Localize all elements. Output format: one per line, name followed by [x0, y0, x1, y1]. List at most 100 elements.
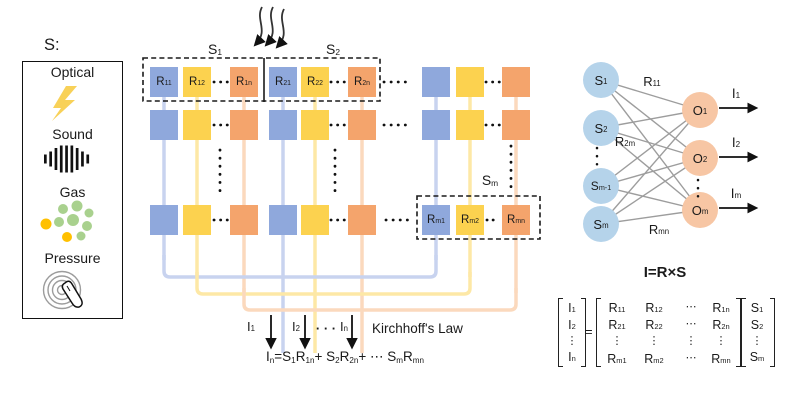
resistor-cell — [269, 110, 297, 140]
matrix-ellipsis: ⋯ — [685, 318, 697, 330]
resistor-cell — [301, 205, 329, 235]
formula-token: Rmn — [403, 349, 425, 366]
resistor-cell — [150, 205, 178, 235]
bracket-left — [741, 298, 746, 367]
matrix-ellipsis: ⋮ — [715, 335, 727, 347]
dashed-box-row1 — [142, 57, 381, 102]
panel-item-sound: Sound — [52, 126, 93, 142]
formula-token: R1n — [295, 349, 315, 366]
dashed-box-rowm — [416, 195, 541, 240]
dashed-group-boxes — [142, 57, 541, 240]
panel-item-pressure: Pressure — [44, 250, 101, 266]
crossbar-bus-wires — [162, 255, 518, 312]
resistor-cell — [422, 67, 450, 97]
network-input-nodes — [583, 62, 619, 242]
current-ellipsis: · · · — [315, 321, 337, 336]
stimulus-panel-box — [22, 61, 123, 319]
formula-token: R2n — [339, 349, 359, 366]
network-current-arrow-icons — [719, 102, 759, 214]
formula-token: + ⋯ Sm — [358, 349, 404, 366]
network-ellipsis-dots — [595, 146, 700, 200]
kirchhoff-formula: In =S1 R1n + S2 R2n + ⋯ Sm Rmn — [266, 349, 424, 365]
network-output-nodes — [682, 92, 718, 228]
resistor-cell — [183, 205, 211, 235]
formula-token: In — [266, 349, 275, 366]
resistor-cell — [183, 110, 211, 140]
resistor-cell — [230, 205, 258, 235]
bracket-left — [596, 298, 601, 367]
resistor-cell — [348, 110, 376, 140]
bracket-right — [770, 298, 775, 367]
output-current-arrow-icons — [265, 315, 358, 350]
kirchhoff-law-label: Kirchhoff's Law — [372, 321, 463, 336]
crossbar-ellipsis-dots — [212, 80, 513, 222]
sound-wave-icon — [44, 145, 90, 173]
lightning-icon — [52, 86, 77, 121]
bracket-right — [581, 298, 586, 367]
panel-item-optical: Optical — [50, 64, 95, 80]
panel-title: S: — [44, 36, 60, 54]
matrix-ellipsis: ⋯ — [685, 301, 697, 313]
gas-molecules-icon — [40, 200, 94, 242]
resistor-cell — [301, 110, 329, 140]
bracket-right — [736, 298, 741, 367]
resistor-cell — [269, 205, 297, 235]
equals-sign: = — [585, 324, 593, 339]
resistor-cell — [348, 205, 376, 235]
formula-token: + S2 — [314, 349, 340, 366]
matrix-ellipsis: ⋯ — [685, 352, 697, 364]
pressure-touch-icon — [42, 270, 83, 310]
resistor-cell — [422, 110, 450, 140]
bracket-left — [558, 298, 563, 367]
resistor-cell — [456, 110, 484, 140]
resistor-cell — [456, 67, 484, 97]
resistor-cell — [502, 110, 530, 140]
vector-ellipsis: ⋮ — [751, 335, 763, 347]
matrix-equation-title: I=R×S — [643, 264, 687, 281]
stimulus-wavy-arrow-icon — [253, 6, 288, 49]
vector-ellipsis: ⋮ — [566, 335, 578, 347]
matrix-ellipsis: ⋮ — [648, 335, 660, 347]
